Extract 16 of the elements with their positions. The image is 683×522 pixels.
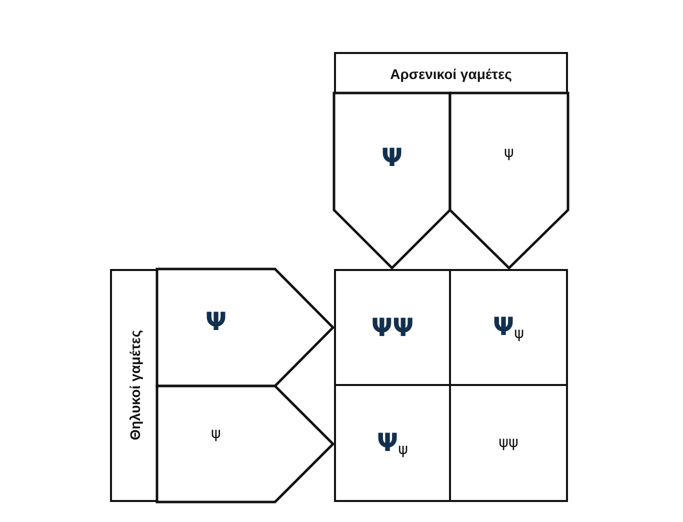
punnett-cell — [334, 269, 451, 386]
allele-label: Ψ — [204, 309, 228, 334]
allele-label: Ψ — [380, 145, 404, 170]
punnett-cell — [334, 384, 451, 502]
header-label: Αρσενικοί γαμέτες — [390, 66, 512, 82]
punnett-cell — [449, 269, 568, 386]
header-box — [334, 52, 568, 95]
punnett-cell — [449, 384, 568, 502]
genotype-label: Ψ$_{ψ}$ — [376, 430, 408, 456]
genotype-label: ΨΨ — [371, 315, 414, 340]
allele-label: ψ — [503, 145, 515, 161]
allele-label: ψ — [210, 426, 222, 442]
genotype-label: Ψ$_{ψ}$ — [492, 314, 524, 341]
header-box — [110, 269, 159, 502]
genotype-label: ψψ — [498, 435, 518, 451]
header-label: Θηλυκοί γαμέτες — [126, 330, 142, 441]
